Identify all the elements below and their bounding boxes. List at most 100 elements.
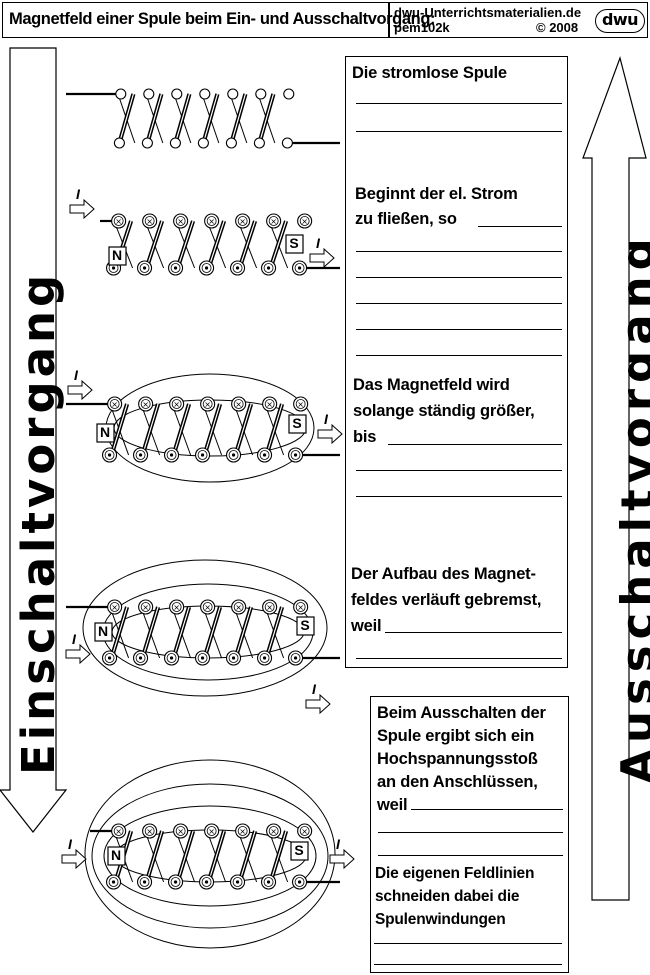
front-strand-highlight: [146, 93, 162, 144]
dot-mark: [142, 880, 147, 884]
dot-mark: [200, 453, 205, 457]
conductor-ring: [104, 653, 115, 663]
answer-line[interactable]: [356, 329, 562, 330]
answer-line[interactable]: [356, 103, 562, 104]
front-strand-highlight: [203, 606, 221, 659]
winding-end-icon: [143, 88, 155, 100]
answer-line[interactable]: [478, 226, 562, 227]
winding-end-icon: [253, 137, 265, 149]
conductor-in-icon: [235, 213, 251, 229]
front-strand-highlight: [202, 93, 218, 144]
prompt-magnetfeld-3: bis: [353, 428, 377, 446]
front-strand-highlight: [203, 403, 221, 456]
conductor-ring: [202, 399, 213, 409]
conductor-in-icon: [138, 599, 154, 615]
answer-line[interactable]: [385, 632, 562, 633]
conductor-ring: [206, 826, 217, 836]
cross-mark: ×: [301, 217, 308, 226]
pole-south-5-box: [290, 841, 309, 861]
answer-line[interactable]: [388, 444, 562, 445]
conductor-in-icon: [297, 213, 313, 229]
conductor-in-icon: [111, 213, 127, 229]
dot-mark: [297, 880, 302, 884]
cross-mark: ×: [146, 217, 153, 226]
dot-mark: [297, 266, 302, 270]
conductor-ring: [233, 602, 244, 612]
prompt-ausschalten-5: weil: [377, 796, 408, 814]
winding-end-icon: [255, 88, 267, 100]
conductor-ring: [299, 826, 310, 836]
conductor-ring: [201, 263, 212, 273]
conductor-ring: [290, 450, 301, 460]
cross-mark: ×: [111, 400, 118, 409]
conductor-ring: [264, 602, 275, 612]
cross-mark: ×: [208, 217, 215, 226]
conductor-in-icon: [231, 396, 247, 412]
conductor-ring: [171, 602, 182, 612]
cross-mark: ×: [204, 400, 211, 409]
conductor-ring: [166, 450, 177, 460]
answer-line[interactable]: [374, 964, 562, 965]
pole-north-2: N: [112, 247, 122, 263]
current-arrow-in-4: [65, 643, 91, 665]
front-strand-highlight: [238, 830, 256, 883]
pole-south-3: S: [292, 415, 301, 431]
cross-mark: ×: [235, 603, 242, 612]
answer-line[interactable]: [378, 832, 563, 833]
front-strand-highlight: [265, 403, 283, 456]
answer-line[interactable]: [356, 251, 562, 252]
dot-mark: [293, 656, 298, 660]
conductor-in-icon: [138, 396, 154, 412]
front-strand-highlight: [207, 830, 225, 883]
front-strand-highlight: [110, 606, 128, 659]
answer-line[interactable]: [374, 943, 562, 944]
conductor-ring: [232, 263, 243, 273]
pole-north-2-box: [108, 246, 127, 266]
current-arrow-out-3-label: I: [324, 411, 329, 427]
dot-mark: [235, 266, 240, 270]
answer-line[interactable]: [411, 809, 563, 810]
dot-mark: [138, 656, 143, 660]
cross-mark: ×: [266, 603, 273, 612]
dot-mark: [266, 266, 271, 270]
answer-line[interactable]: [356, 355, 562, 356]
conductor-in-icon: [293, 396, 309, 412]
answer-line[interactable]: [356, 496, 562, 497]
current-arrow-in-3: [67, 379, 93, 401]
answer-line[interactable]: [356, 303, 562, 304]
conductor-in-icon: [231, 599, 247, 615]
conductor-in-icon: [204, 823, 220, 839]
dot-mark: [200, 656, 205, 660]
answer-line[interactable]: [356, 470, 562, 471]
cross-mark: ×: [173, 603, 180, 612]
front-strand-highlight: [172, 403, 190, 456]
cross-mark: ×: [270, 827, 277, 836]
pole-south-5: S: [294, 842, 303, 858]
dot-mark: [262, 656, 267, 660]
answer-box-1: [345, 56, 568, 668]
conductor-in-icon: [297, 823, 313, 839]
dot-mark: [107, 656, 112, 660]
field-line: [105, 373, 315, 483]
conductor-ring: [139, 263, 150, 273]
dwu-logo: dwu: [595, 9, 645, 33]
current-arrow-out-5-label: I: [336, 836, 341, 852]
answer-line[interactable]: [356, 277, 562, 278]
cross-mark: ×: [297, 603, 304, 612]
front-strand-highlight: [258, 93, 274, 144]
cross-mark: ×: [270, 217, 277, 226]
answer-line[interactable]: [356, 131, 562, 132]
field-line: [103, 805, 317, 907]
dot-mark: [231, 453, 236, 457]
prompt-aufbau-1: Der Aufbau des Magnet-: [351, 565, 536, 583]
conductor-ring: [299, 216, 310, 226]
conductor-ring: [175, 216, 186, 226]
conductor-ring: [294, 877, 305, 887]
front-strand-highlight: [172, 606, 190, 659]
answer-line[interactable]: [378, 855, 563, 856]
winding-end-icon: [115, 88, 127, 100]
answer-line[interactable]: [356, 658, 562, 659]
prompt-aufbau-2: feldes verläuft gebremst,: [351, 591, 542, 609]
conductor-ring: [197, 450, 208, 460]
